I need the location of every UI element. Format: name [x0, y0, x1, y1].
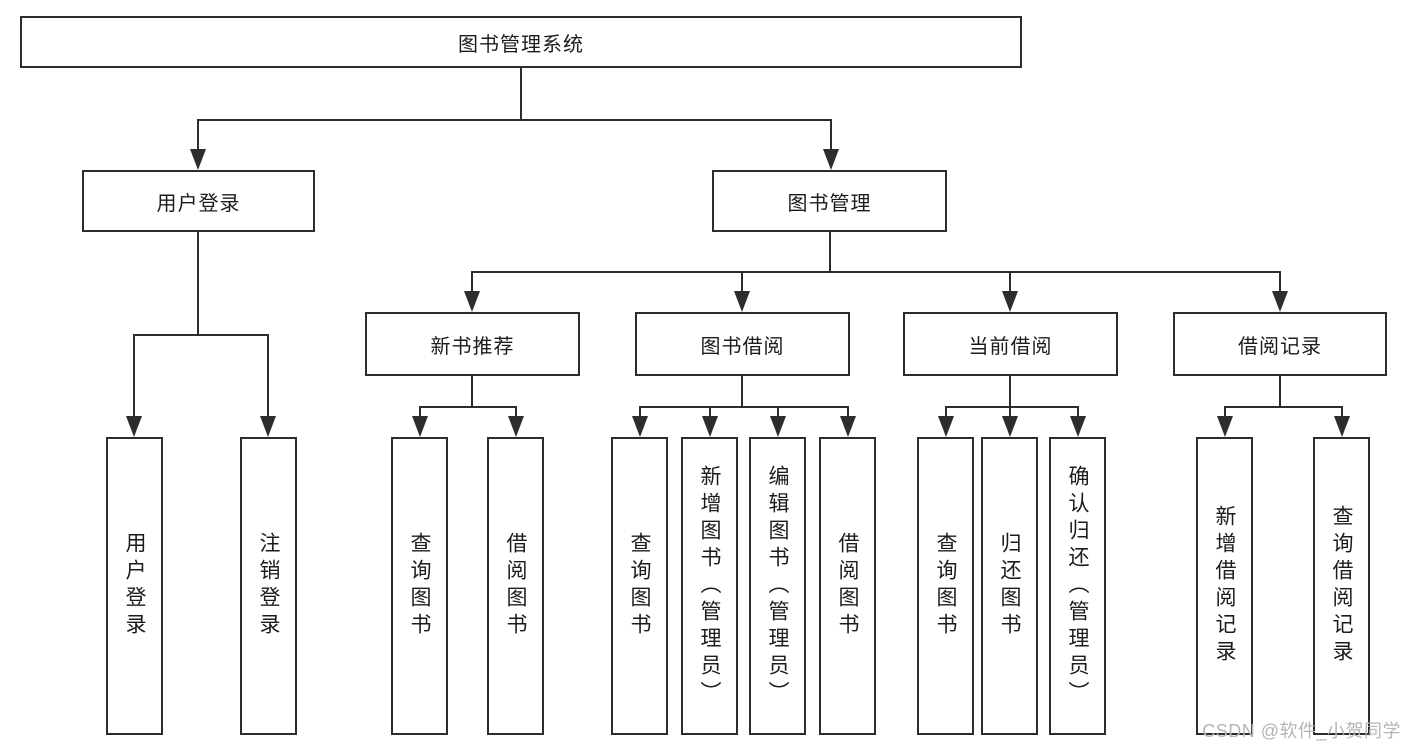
- arrowhead-down-icon: [702, 416, 718, 437]
- connector-line: [1077, 406, 1079, 419]
- connector-line: [1224, 406, 1226, 419]
- connector-line: [709, 406, 711, 419]
- connector-line: [829, 232, 831, 273]
- connector-line: [1341, 406, 1343, 419]
- connector-line: [777, 406, 779, 419]
- connector-line: [515, 406, 517, 419]
- leaf-confirm-return-admin: 确认归还（管理员）: [1049, 437, 1106, 735]
- leaf-query-books-1: 查询图书: [391, 437, 448, 735]
- leaf-logout: 注销登录: [240, 437, 297, 735]
- connector-line: [419, 406, 517, 408]
- connector-line: [197, 232, 199, 336]
- connector-line: [471, 271, 473, 292]
- leaf-borrow-books-2: 借阅图书: [819, 437, 876, 735]
- leaf-query-borrow-record: 查询借阅记录: [1313, 437, 1370, 735]
- connector-line: [1009, 271, 1011, 292]
- arrowhead-down-icon: [770, 416, 786, 437]
- leaf-user-login: 用户登录: [106, 437, 163, 735]
- arrowhead-down-icon: [632, 416, 648, 437]
- arrowhead-down-icon: [1002, 416, 1018, 437]
- connector-line: [267, 334, 269, 417]
- arrowhead-down-icon: [412, 416, 428, 437]
- connector-line: [471, 376, 473, 408]
- leaf-borrow-books-1: 借阅图书: [487, 437, 544, 735]
- arrowhead-down-icon: [464, 291, 480, 312]
- arrowhead-down-icon: [938, 416, 954, 437]
- connector-line: [197, 119, 832, 121]
- leaf-add-book-admin: 新增图书（管理员）: [681, 437, 738, 735]
- connector-line: [639, 406, 849, 408]
- arrowhead-down-icon: [190, 149, 206, 170]
- leaf-return-book: 归还图书: [981, 437, 1038, 735]
- node-root: 图书管理系统: [20, 16, 1022, 68]
- arrowhead-down-icon: [126, 416, 142, 437]
- connector-line: [1224, 406, 1343, 408]
- leaf-add-borrow-record: 新增借阅记录: [1196, 437, 1253, 735]
- node-user-login: 用户登录: [82, 170, 315, 232]
- connector-line: [471, 271, 1281, 273]
- connector-line: [830, 119, 832, 151]
- connector-line: [1279, 271, 1281, 292]
- connector-line: [1279, 376, 1281, 408]
- node-new-book-recommend: 新书推荐: [365, 312, 580, 376]
- connector-line: [847, 406, 849, 419]
- leaf-query-books-2: 查询图书: [611, 437, 668, 735]
- arrowhead-down-icon: [840, 416, 856, 437]
- node-current-borrow: 当前借阅: [903, 312, 1118, 376]
- connector-line: [1009, 376, 1011, 408]
- watermark: CSDN @软件_小贺同学: [1202, 721, 1401, 741]
- connector-line: [945, 406, 947, 419]
- connector-line: [639, 406, 641, 419]
- connector-line: [197, 119, 199, 151]
- arrowhead-down-icon: [1334, 416, 1350, 437]
- leaf-query-books-3: 查询图书: [917, 437, 974, 735]
- node-borrow-records: 借阅记录: [1173, 312, 1387, 376]
- connector-line: [520, 68, 522, 121]
- connector-line: [945, 406, 1079, 408]
- connector-line: [1009, 406, 1011, 419]
- connector-line: [741, 271, 743, 292]
- connector-line: [133, 334, 135, 417]
- connector-line: [133, 334, 269, 336]
- node-book-borrow: 图书借阅: [635, 312, 850, 376]
- node-book-management: 图书管理: [712, 170, 947, 232]
- arrowhead-down-icon: [1002, 291, 1018, 312]
- arrowhead-down-icon: [734, 291, 750, 312]
- connector-line: [741, 376, 743, 408]
- leaf-edit-book-admin: 编辑图书（管理员）: [749, 437, 806, 735]
- arrowhead-down-icon: [260, 416, 276, 437]
- arrowhead-down-icon: [1217, 416, 1233, 437]
- arrowhead-down-icon: [823, 149, 839, 170]
- arrowhead-down-icon: [508, 416, 524, 437]
- arrowhead-down-icon: [1272, 291, 1288, 312]
- connector-line: [419, 406, 421, 419]
- arrowhead-down-icon: [1070, 416, 1086, 437]
